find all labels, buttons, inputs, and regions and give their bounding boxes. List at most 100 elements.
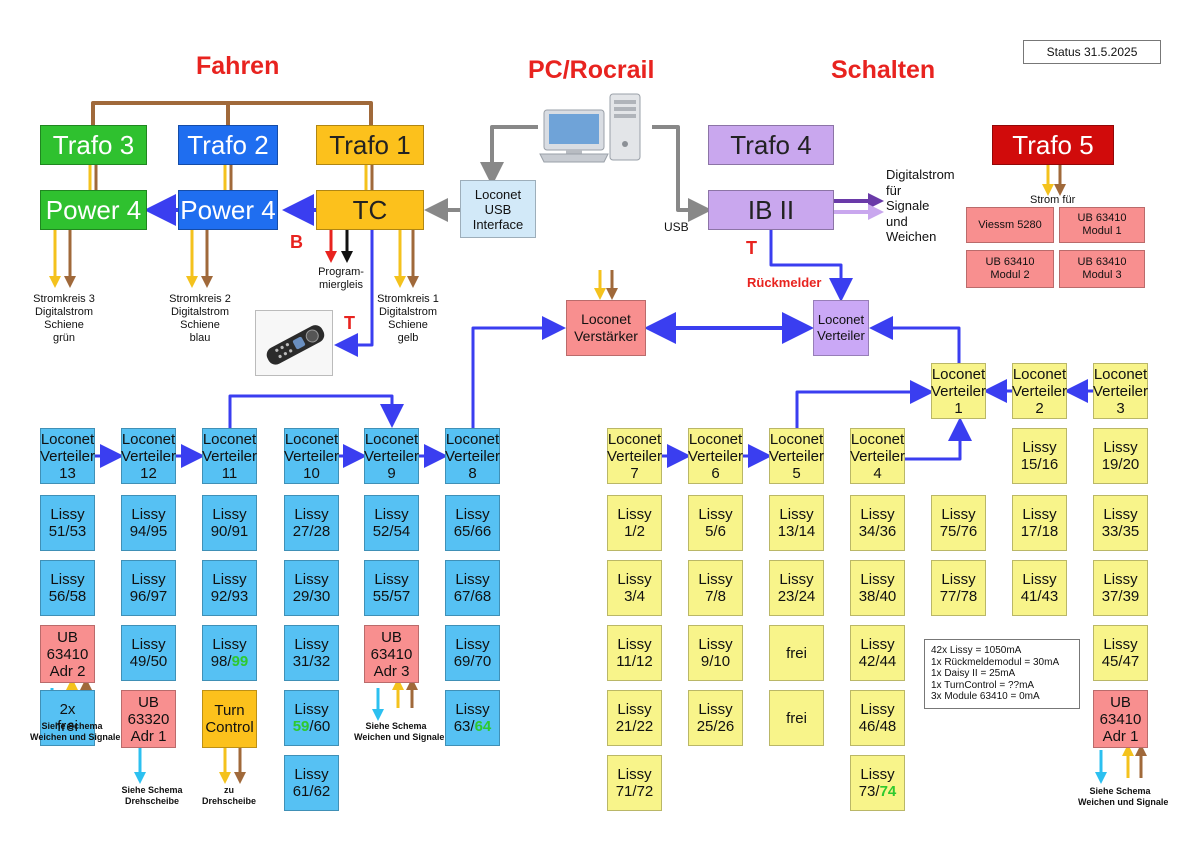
- trafo-5: Trafo 5: [992, 125, 1114, 165]
- sk1-l1: Stromkreis 1: [377, 293, 439, 305]
- left-col-4-box-1-line-1: Loconet: [284, 430, 339, 448]
- left-col-2-box-5-line-1: UB: [138, 693, 159, 711]
- strom-fuer-label: Strom für: [1030, 194, 1076, 206]
- right-col-2-box-3-line-1: Lissy: [698, 571, 733, 588]
- usb-label: USB: [664, 220, 689, 234]
- right-col-3-box-2-line-2: 13/14: [777, 523, 816, 540]
- right-col-5-box-2-line-1: Lissy: [941, 571, 976, 588]
- right-col-7-box-5-line-2: 63410: [1099, 710, 1142, 728]
- v8-to-verst: [471, 316, 566, 428]
- legend-line-5: 3x Module 63410 = 0mA: [931, 691, 1040, 702]
- header-fahren: Fahren: [196, 52, 280, 80]
- right-col-4-box-1-line-2: Verteiler: [849, 447, 906, 465]
- rueckmelder-label: Rückmelder: [747, 275, 822, 290]
- left-col-5-box-4-line-2: 63410: [370, 645, 413, 663]
- legend-line-1: 42x Lissy = 1050mA: [931, 645, 1022, 656]
- vmain-l1: Loconet: [817, 312, 865, 327]
- right-col-1-box-5-line-1: Lissy: [617, 701, 652, 718]
- right-col-7-box-2-line-2: 33/35: [1101, 523, 1140, 540]
- left-col-5-box-3-line-2: 55/57: [372, 588, 411, 605]
- right-col-2-box-1-line-2: Verteiler: [687, 447, 744, 465]
- right-col-7-box-3-line-2: 37/39: [1101, 588, 1140, 605]
- right-col-4-box-1-line-1: Loconet: [850, 430, 905, 448]
- right-col-3-box-3-line-2: 23/24: [777, 588, 816, 605]
- left-col-4-box-4-line-1: Lissy: [294, 636, 329, 653]
- right-col-1-box-2-line-2: 1/2: [624, 523, 645, 540]
- left-col-4-box-6-line-2: 61/62: [292, 783, 331, 800]
- left-col-2-box-1-line-2: Verteiler: [120, 447, 177, 465]
- right-col-4-box-2-line-2: 34/36: [858, 523, 897, 540]
- right-col-6-box-3-line-2: 41/43: [1020, 588, 1059, 605]
- note-zu-drehscheibe: zu Drehscheibe: [196, 785, 262, 807]
- left-col-1-box-5-line-1: 2x: [59, 701, 76, 718]
- left-col-2-box-5-line-2: 63320: [127, 710, 170, 728]
- left-col-3-box-5-line-2: Control: [205, 719, 254, 736]
- tc-central: TC: [316, 190, 424, 230]
- loconet-verteiler-2-line-1: Loconet: [1012, 365, 1067, 383]
- left-col-1-box-1-line-3: 13: [59, 464, 76, 482]
- sk3-l2: Digitalstrom: [34, 306, 94, 318]
- nw3-l2: Weichen und Signale: [1078, 797, 1169, 807]
- right-col-3-box-5-line-1: frei: [786, 709, 807, 727]
- right-col-4-box-6-line-1: Lissy: [860, 766, 895, 783]
- sk1-l3: Schiene: [388, 319, 428, 331]
- digitalstrom-label: Digitalstrom für Signale und Weichen: [886, 167, 955, 245]
- right-col-3-box-4: frei: [769, 625, 824, 681]
- usb-if-line3: Interface: [472, 216, 524, 232]
- prog-line1: Program-: [318, 266, 364, 278]
- left-col-5-box-4-line-3: Adr 3: [373, 662, 410, 680]
- ub-63410-modul-3: UB 63410 Modul 3: [1059, 250, 1145, 288]
- note-schema-drehscheibe: Siehe Schema Drehscheibe: [114, 785, 190, 807]
- nzd-l1: zu: [224, 785, 234, 795]
- loconet-verteiler-1-line-3: 1: [954, 399, 963, 417]
- sk2-l2: Digitalstrom: [170, 306, 230, 318]
- ib-2-central: IB II: [708, 190, 834, 230]
- right-col-3-box-1-line-1: Loconet: [769, 430, 824, 448]
- left-col-6-box-4-line-2: 69/70: [453, 653, 492, 670]
- t5m1-l1: Viessm 5280: [978, 218, 1042, 231]
- left-col-1-box-2-line-2: 51/53: [48, 523, 87, 540]
- left-col-3-box-4-line-1: Lissy: [212, 636, 247, 653]
- viessmann-5280: Viessm 5280: [966, 207, 1054, 243]
- right-col-1-box-6-line-1: Lissy: [617, 766, 652, 783]
- left-col-2-box-1-line-3: 12: [140, 464, 157, 482]
- trafo-2: Trafo 2: [178, 125, 278, 165]
- right-col-6-box-2-line-1: Lissy: [1022, 506, 1057, 523]
- t5m3-l2: Modul 2: [990, 269, 1030, 281]
- left-col-1-box-4-line-3: Adr 2: [49, 662, 86, 680]
- left-col-4-box-5-line-2: 59/60: [292, 718, 331, 735]
- right-col-7-box-1-line-1: Lissy: [1103, 439, 1138, 456]
- left-col-6-box-5-line-1: Lissy: [455, 701, 490, 718]
- stromkreis-1-label: Stromkreis 1 Digitalstrom Schiene gelb: [364, 293, 452, 345]
- left-col-2-box-3-line-2: 96/97: [129, 588, 168, 605]
- right-col-2-box-1-line-3: 6: [711, 464, 720, 482]
- left-col-3-box-3-line-2: 92/93: [210, 588, 249, 605]
- stromkreis-2-label: Stromkreis 2 Digitalstrom Schiene blau: [156, 293, 244, 345]
- loconet-verteiler-main: Loconet Verteiler: [813, 300, 869, 356]
- ds-l5: Weichen: [886, 229, 937, 244]
- trafo-4: Trafo 4: [708, 125, 834, 165]
- prog-line2: miergleis: [318, 279, 363, 291]
- right-col-5-box-2-line-2: 77/78: [939, 588, 978, 605]
- nw13-l1: Siehe Schema: [41, 721, 103, 731]
- left-col-4-box-4-line-2: 31/32: [292, 653, 331, 670]
- ds-l2: für: [886, 182, 902, 198]
- right-col-3-box-5: frei: [769, 690, 824, 746]
- power-4-green: Power 4: [40, 190, 147, 230]
- current-legend: 42x Lissy = 1050mA 1x Rückmeldemodul = 3…: [924, 639, 1080, 709]
- right-col-2-box-2-line-2: 5/6: [705, 523, 726, 540]
- left-col-2-box-4-line-2: 49/50: [129, 653, 168, 670]
- right-col-6-box-1-line-1: Lissy: [1022, 439, 1057, 456]
